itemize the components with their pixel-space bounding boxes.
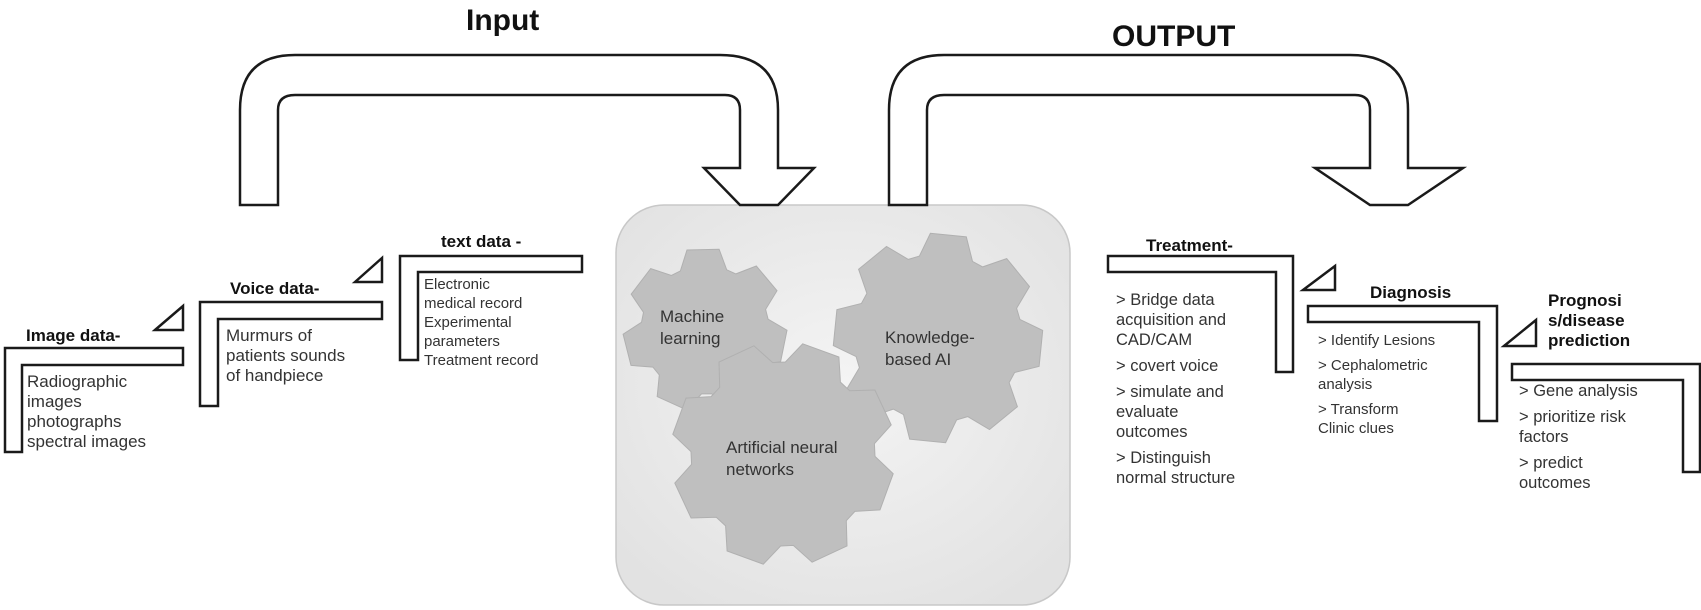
image-data-heading: Image data- bbox=[26, 326, 121, 345]
image-data-item: Radiographic bbox=[27, 372, 128, 391]
text-data-item: Treatment record bbox=[424, 352, 539, 369]
knowledge-based-ai-gear bbox=[832, 232, 1044, 444]
prognosis-heading-line: Prognosi bbox=[1548, 291, 1622, 310]
gear-label-line: based AI bbox=[885, 350, 952, 369]
image-data-item: photographs bbox=[27, 412, 122, 431]
diagnosis-item: > Cephalometric bbox=[1318, 357, 1428, 374]
text-data-heading: text data - bbox=[441, 232, 522, 251]
gear-label-line: learning bbox=[660, 329, 721, 348]
voice-data-item: patients sounds bbox=[226, 346, 346, 365]
treatment-list: > Bridge data acquisition and CAD/CAM > … bbox=[1116, 290, 1235, 488]
image-data-item: images bbox=[27, 392, 82, 411]
treatment-bracket bbox=[1106, 254, 1337, 374]
prognosis-list: > Gene analysis > prioritize risk factor… bbox=[1519, 381, 1638, 493]
treatment-item: normal structure bbox=[1116, 469, 1236, 487]
output-title: OUTPUT bbox=[1112, 20, 1236, 53]
gear-label-line: Machine bbox=[660, 307, 725, 326]
diagnosis-item: analysis bbox=[1318, 376, 1373, 393]
text-data-list: Electronic medical record Experimental p… bbox=[424, 275, 539, 370]
text-data-item: Experimental bbox=[424, 314, 512, 331]
treatment-heading: Treatment- bbox=[1146, 236, 1233, 255]
gear-label-line: Knowledge- bbox=[885, 328, 975, 347]
diagnosis-list: > Identify Lesions > Cephalometric analy… bbox=[1318, 331, 1435, 438]
treatment-item: > simulate and bbox=[1116, 383, 1224, 401]
text-bracket bbox=[398, 254, 584, 362]
input-title: Input bbox=[466, 4, 540, 37]
treatment-item: > Bridge data bbox=[1116, 291, 1215, 309]
treatment-item: CAD/CAM bbox=[1116, 331, 1193, 349]
treatment-item: > covert voice bbox=[1116, 357, 1219, 375]
diagnosis-bracket bbox=[1306, 304, 1538, 423]
gear-label-line: networks bbox=[726, 460, 795, 479]
voice-bracket bbox=[198, 255, 384, 408]
diagnosis-item: > Transform bbox=[1318, 401, 1399, 418]
treatment-item: acquisition and bbox=[1116, 311, 1227, 329]
prognosis-bracket bbox=[1510, 362, 1701, 474]
diagnosis-heading: Diagnosis bbox=[1370, 283, 1452, 302]
voice-data-item: Murmurs of bbox=[226, 326, 312, 345]
voice-data-list: Murmurs of patients sounds of handpiece bbox=[226, 326, 345, 386]
treatment-item: outcomes bbox=[1116, 423, 1188, 441]
prognosis-item: > predict bbox=[1519, 454, 1583, 472]
diagnosis-item: Clinic clues bbox=[1318, 420, 1394, 437]
image-bracket bbox=[3, 303, 185, 454]
image-data-list: Radiographic images photographs spectral… bbox=[27, 372, 146, 452]
text-data-item: Electronic bbox=[424, 276, 490, 293]
diagnosis-item: > Identify Lesions bbox=[1318, 332, 1436, 349]
voice-data-heading: Voice data- bbox=[230, 279, 320, 298]
prognosis-item: > prioritize risk bbox=[1519, 408, 1626, 426]
neural-network-label: Artificial neural networks bbox=[726, 437, 838, 481]
knowledge-based-ai-label: Knowledge- based AI bbox=[885, 327, 975, 371]
gear-shape bbox=[832, 232, 1044, 444]
treatment-item: evaluate bbox=[1116, 403, 1179, 421]
prognosis-item: outcomes bbox=[1519, 474, 1591, 492]
gear-label-line: Artificial neural bbox=[726, 438, 838, 457]
text-data-item: parameters bbox=[424, 333, 500, 350]
image-data-item: spectral images bbox=[27, 432, 147, 451]
machine-learning-label: Machine learning bbox=[660, 306, 724, 350]
prognosis-heading-line: s/disease bbox=[1548, 311, 1625, 330]
gear-shape bbox=[672, 343, 894, 565]
prognosis-heading: Prognosi s/disease prediction bbox=[1548, 291, 1630, 351]
prognosis-item: factors bbox=[1519, 428, 1569, 446]
voice-data-item: of handpiece bbox=[226, 366, 324, 385]
prognosis-heading-line: prediction bbox=[1548, 331, 1631, 350]
treatment-item: > Distinguish bbox=[1116, 449, 1211, 467]
text-data-item: medical record bbox=[424, 295, 523, 312]
input-arrow bbox=[238, 53, 817, 207]
output-arrow bbox=[887, 53, 1468, 207]
neural-network-gear bbox=[672, 343, 894, 565]
prognosis-item: > Gene analysis bbox=[1519, 382, 1638, 400]
